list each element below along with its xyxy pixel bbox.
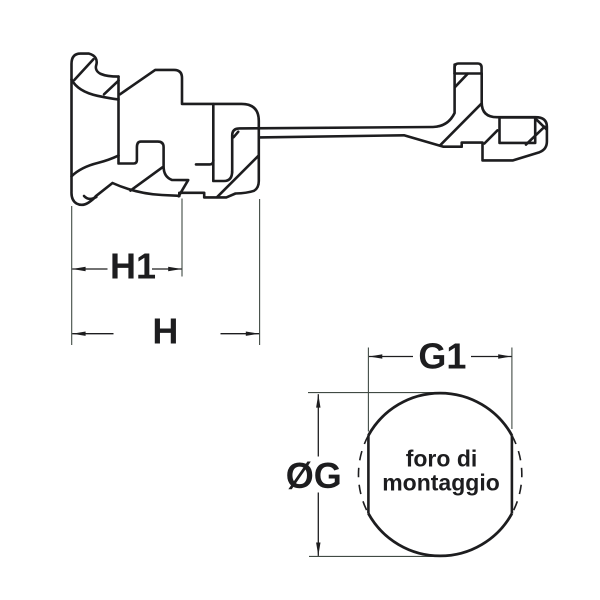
svg-text:G1: G1 [418,336,466,377]
svg-text:ØG: ØG [286,455,342,496]
svg-text:H: H [152,311,178,352]
svg-text:H1: H1 [110,246,156,287]
svg-text:montaggio: montaggio [382,470,500,496]
svg-text:foro di: foro di [406,446,478,472]
